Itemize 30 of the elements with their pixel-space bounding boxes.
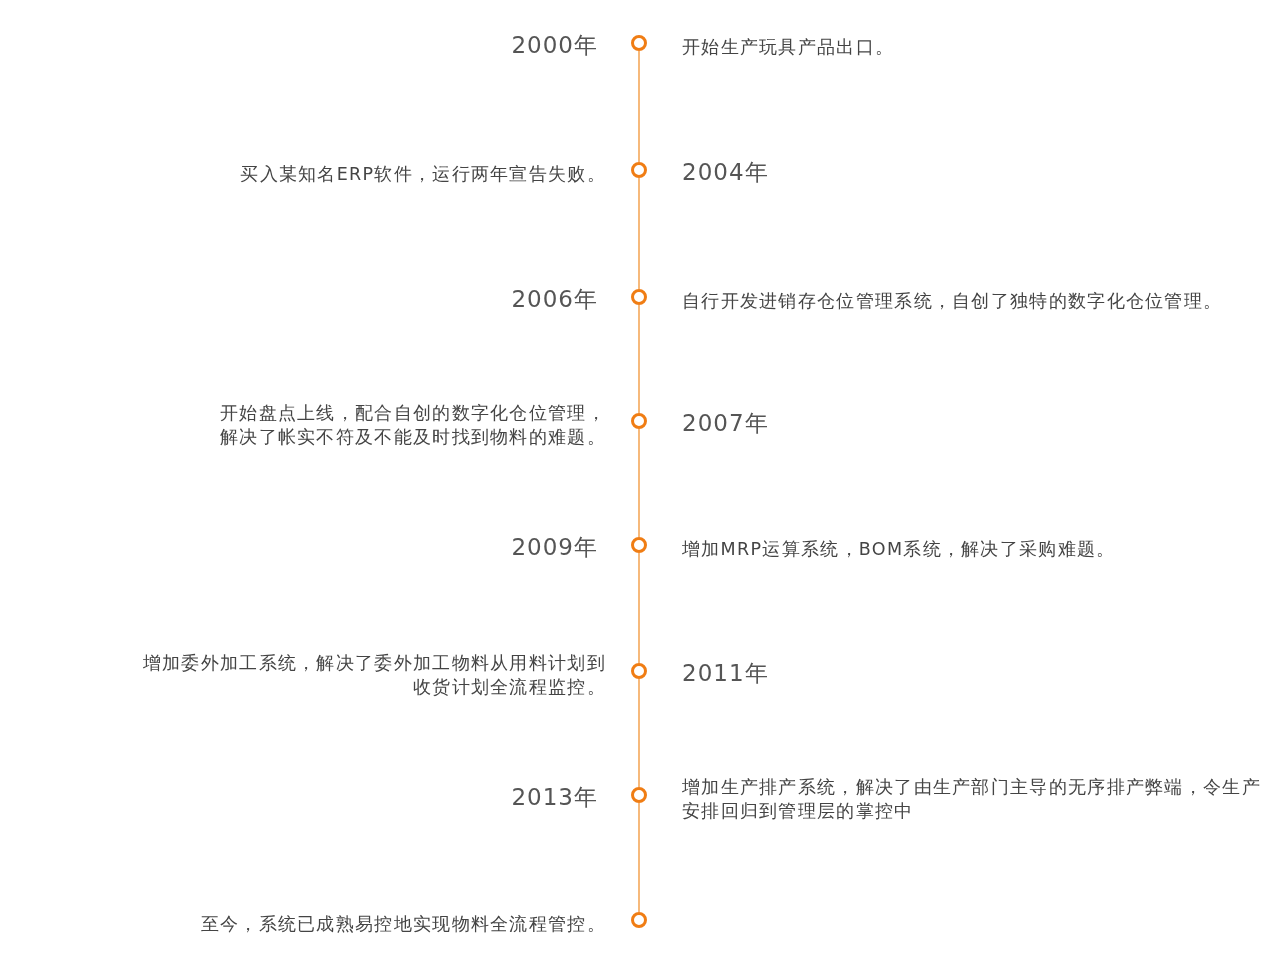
year-label: 2013年	[511, 782, 598, 812]
timeline-line	[638, 802, 640, 913]
milestone-text: 增加委外加工系统，解决了委外加工物料从用料计划到收货计划全流程监控。	[141, 652, 606, 699]
timeline-marker	[631, 413, 647, 429]
timeline-line	[638, 50, 640, 163]
milestone-text: 买入某知名ERP软件，运行两年宣告失败。	[239, 163, 606, 186]
milestone-text: 至今，系统已成熟易控地实现物料全流程管控。	[199, 913, 606, 936]
timeline-marker	[631, 537, 647, 553]
timeline-line	[638, 304, 640, 414]
timeline-marker	[631, 162, 647, 178]
year-label: 2000年	[511, 30, 598, 60]
milestone-text: 开始生产玩具产品出口。	[682, 36, 896, 59]
year-label: 2009年	[511, 532, 598, 562]
timeline-line	[638, 678, 640, 788]
year-label: 2011年	[682, 658, 769, 688]
milestone-text: 开始盘点上线，配合自创的数字化仓位管理，解决了帐实不符及不能及时找到物料的难题。	[219, 402, 606, 449]
year-label: 2006年	[511, 284, 598, 314]
timeline-line	[638, 552, 640, 664]
timeline-marker	[631, 787, 647, 803]
year-label: 2004年	[682, 157, 769, 187]
timeline-marker	[631, 35, 647, 51]
milestone-text: 增加MRP运算系统，BOM系统，解决了采购难题。	[682, 538, 1117, 561]
timeline-marker	[631, 663, 647, 679]
milestone-text: 增加生产排产系统，解决了由生产部门主导的无序排产弊端，令生产安排回归到管理层的掌控中	[682, 776, 1262, 823]
timeline-marker	[631, 289, 647, 305]
year-label: 2007年	[682, 408, 769, 438]
timeline-marker	[631, 912, 647, 928]
milestone-text: 自行开发进销存仓位管理系统，自创了独特的数字化仓位管理。	[682, 290, 1224, 313]
timeline-line	[638, 177, 640, 290]
timeline-line	[638, 428, 640, 538]
